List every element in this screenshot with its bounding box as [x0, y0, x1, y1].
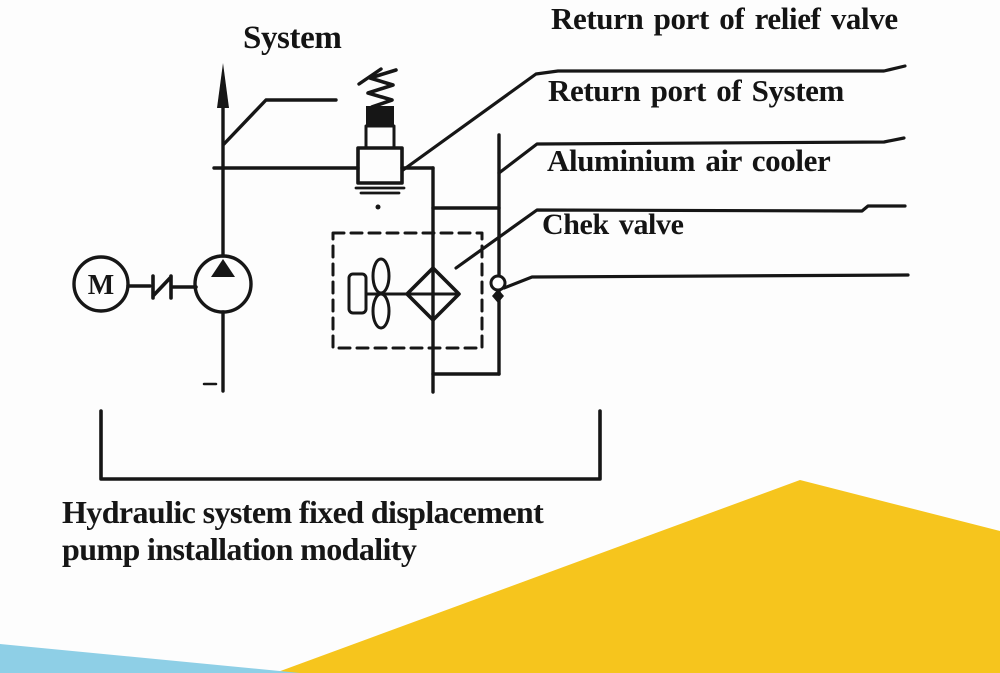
yellow-banner-shape — [275, 480, 1000, 673]
motor-letter: M — [88, 270, 114, 301]
fan-motor-body — [347, 272, 368, 315]
relief-spring-icon — [366, 68, 398, 109]
coupling-icon — [151, 274, 198, 300]
system-label: System — [243, 20, 342, 56]
check-valve-label: Chek valve — [542, 208, 684, 241]
caption-line-2: pump installation modality — [62, 531, 417, 567]
relief-solenoid-block — [366, 106, 394, 127]
leader-return-relief-valve — [401, 64, 907, 172]
motor-circle — [72, 255, 130, 313]
air-cooler-label: Aluminium air cooler — [547, 143, 831, 178]
system-arrow-icon — [217, 63, 229, 108]
fan-blade-top-icon — [371, 257, 391, 295]
relief-valve-body — [356, 146, 404, 185]
caption-line-1: Hydraulic system fixed displacement — [62, 494, 544, 530]
relief-drain-dot — [375, 204, 381, 210]
fan-blade-bottom-icon — [371, 292, 391, 330]
relief-pilot-body — [364, 124, 396, 150]
leader-air-cooler — [454, 204, 907, 270]
pump-triangle-icon — [211, 259, 235, 277]
cooler-core-diamond — [405, 266, 461, 322]
caption-text: Hydraulic system fixed displacement pump… — [62, 494, 544, 568]
leader-check-valve — [502, 273, 910, 290]
tank-outline — [99, 409, 602, 481]
return-system-label: Return port of System — [548, 73, 844, 108]
relief-spring-stroke — [357, 67, 383, 86]
system-branch-line — [222, 98, 338, 146]
check-seat-icon — [492, 289, 504, 303]
air-cooler-dashed-box — [331, 231, 484, 350]
relief-drain-hatch — [354, 186, 406, 195]
blue-banner-shape — [0, 644, 300, 673]
leader-return-system — [497, 136, 906, 175]
return-relief-valve-label: Return port of relief valve — [551, 1, 898, 36]
